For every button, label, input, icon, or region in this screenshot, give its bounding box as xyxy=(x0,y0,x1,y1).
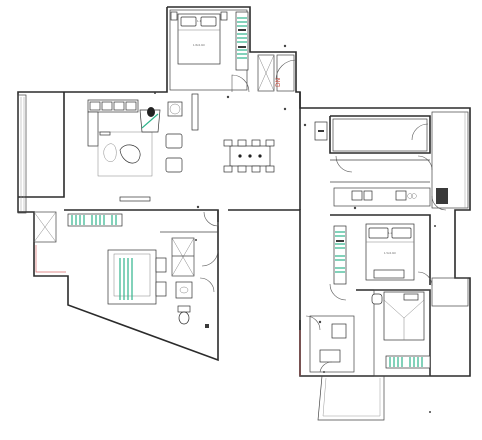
top-bedroom-label-1: 1-1 xyxy=(197,19,202,23)
lower-left-bedroom xyxy=(67,213,219,328)
top-bedroom: 1-1 1.8x2.0m DN xyxy=(169,9,297,93)
rug xyxy=(97,131,153,177)
right-bedroom-label-1: 1-2 xyxy=(388,231,393,235)
balconies xyxy=(17,54,469,421)
kitchen xyxy=(329,115,448,211)
kitchen-counter xyxy=(333,187,431,207)
exterior-walls xyxy=(17,6,471,377)
sofa xyxy=(87,99,139,113)
top-bedroom-label-2: 1.8x2.0m xyxy=(193,43,206,47)
bottom-right-bedroom xyxy=(299,289,431,377)
right-bedroom: 1-2 1.5x2.0m xyxy=(329,214,433,301)
right-bedroom-label-2: 1.5x2.0m xyxy=(384,251,397,255)
tv-cabinet xyxy=(119,196,151,202)
wardrobe-bottom xyxy=(385,355,431,369)
wardrobe-lower-left xyxy=(67,213,123,227)
living-room xyxy=(87,93,328,227)
wardrobe-right xyxy=(333,225,347,285)
wardrobe-top xyxy=(235,11,249,71)
red-mark: DN xyxy=(275,78,282,87)
markers xyxy=(154,44,436,413)
